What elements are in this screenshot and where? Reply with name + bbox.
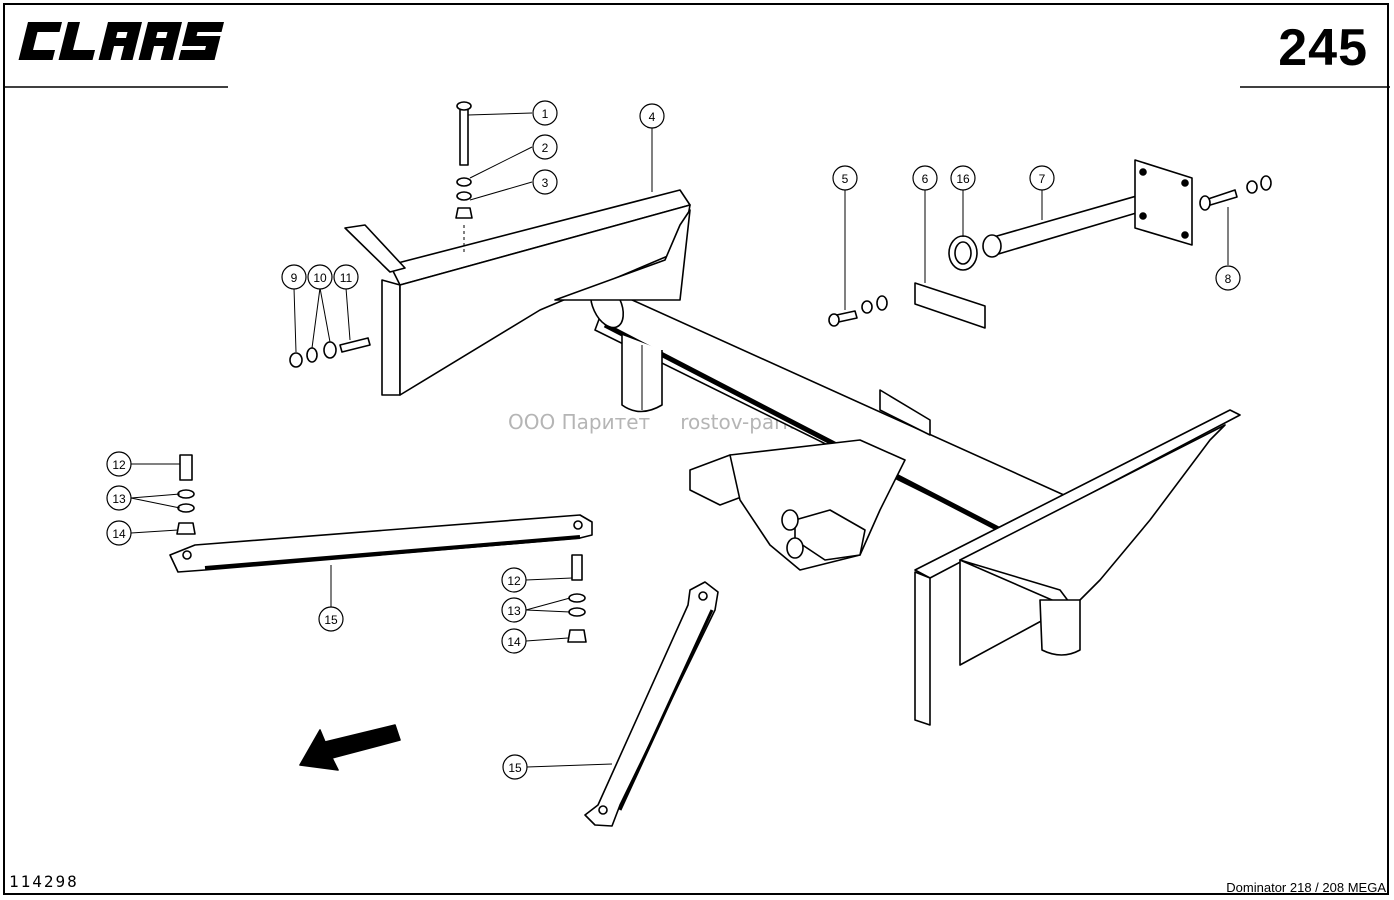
header-rule-right [1240,86,1390,88]
model-name: Dominator 218 / 208 MEGA [1226,880,1386,895]
callout-bubbles [106,100,1241,780]
sealing-ring-inner [954,241,972,265]
bolt-assembly-5 [828,295,888,327]
bolt-assembly-1 [455,101,473,255]
callout-bubble-13b [501,597,527,623]
left-side-bracket [344,189,691,396]
callout-bubble-9 [281,264,307,290]
page-number: 245 [1278,19,1368,77]
bolt-assembly-12-upper [176,454,196,535]
callout-13-upper: 13 [112,492,126,506]
callout-bubble-16 [950,165,976,191]
callout-3: 3 [542,176,549,190]
bolt-assembly-9 [289,337,371,368]
right-side-bracket [914,409,1241,726]
callout-bubble-3 [532,169,558,195]
callout-labels: 1 2 3 4 5 6 16 7 8 9 10 11 12 13 14 15 1… [112,107,1231,775]
callout-bubble-13a [106,485,132,511]
header-rule-left [4,86,228,88]
bolt-assembly-12-lower [567,554,587,643]
callout-bubble-12a [106,451,132,477]
callout-13-lower: 13 [507,604,521,618]
watermark-company: ООО Паритет [508,410,651,434]
callout-bubble-6 [912,165,938,191]
callout-9: 9 [291,271,298,285]
clamp-plate [914,282,986,329]
callout-bubble-14a [106,520,132,546]
strut-horizontal [169,514,593,573]
callout-bubble-11 [333,264,359,290]
claas-logo [18,22,225,60]
callout-bubble-8 [1215,265,1241,291]
callout-5: 5 [842,172,849,186]
callout-6: 6 [922,172,929,186]
callout-bubble-15b [502,754,528,780]
support-post [621,335,663,413]
callout-15-lower: 15 [508,761,522,775]
leader-lines [130,112,1229,768]
callout-bubble-15a [318,606,344,632]
callout-bubble-12b [501,567,527,593]
direction-arrow-icon [299,724,401,771]
callout-12-upper: 12 [112,458,126,472]
strut-diagonal [584,581,719,827]
callout-14-upper: 14 [112,527,126,541]
shaft-with-flange [982,159,1193,258]
callout-4: 4 [649,110,656,124]
bolt-assembly-8 [1199,175,1272,211]
callout-15-upper: 15 [324,613,338,627]
callout-12-lower: 12 [507,574,521,588]
callout-2: 2 [542,141,549,155]
callout-1: 1 [542,107,549,121]
callout-bubble-2 [532,134,558,160]
page-frame [3,3,1389,895]
callout-16: 16 [956,172,970,186]
drawing-number: 114298 [9,872,79,891]
callout-bubble-10 [307,264,333,290]
center-mount-bracket [689,389,931,571]
callout-bubble-4 [639,103,665,129]
callout-bubble-14b [501,628,527,654]
callout-bubble-7 [1029,165,1055,191]
callout-bubble-1 [532,100,558,126]
callout-11: 11 [340,271,353,285]
callout-10: 10 [313,271,327,285]
callout-14-lower: 14 [507,635,521,649]
callout-8: 8 [1225,272,1232,286]
callout-bubble-5 [832,165,858,191]
callout-7: 7 [1039,172,1046,186]
